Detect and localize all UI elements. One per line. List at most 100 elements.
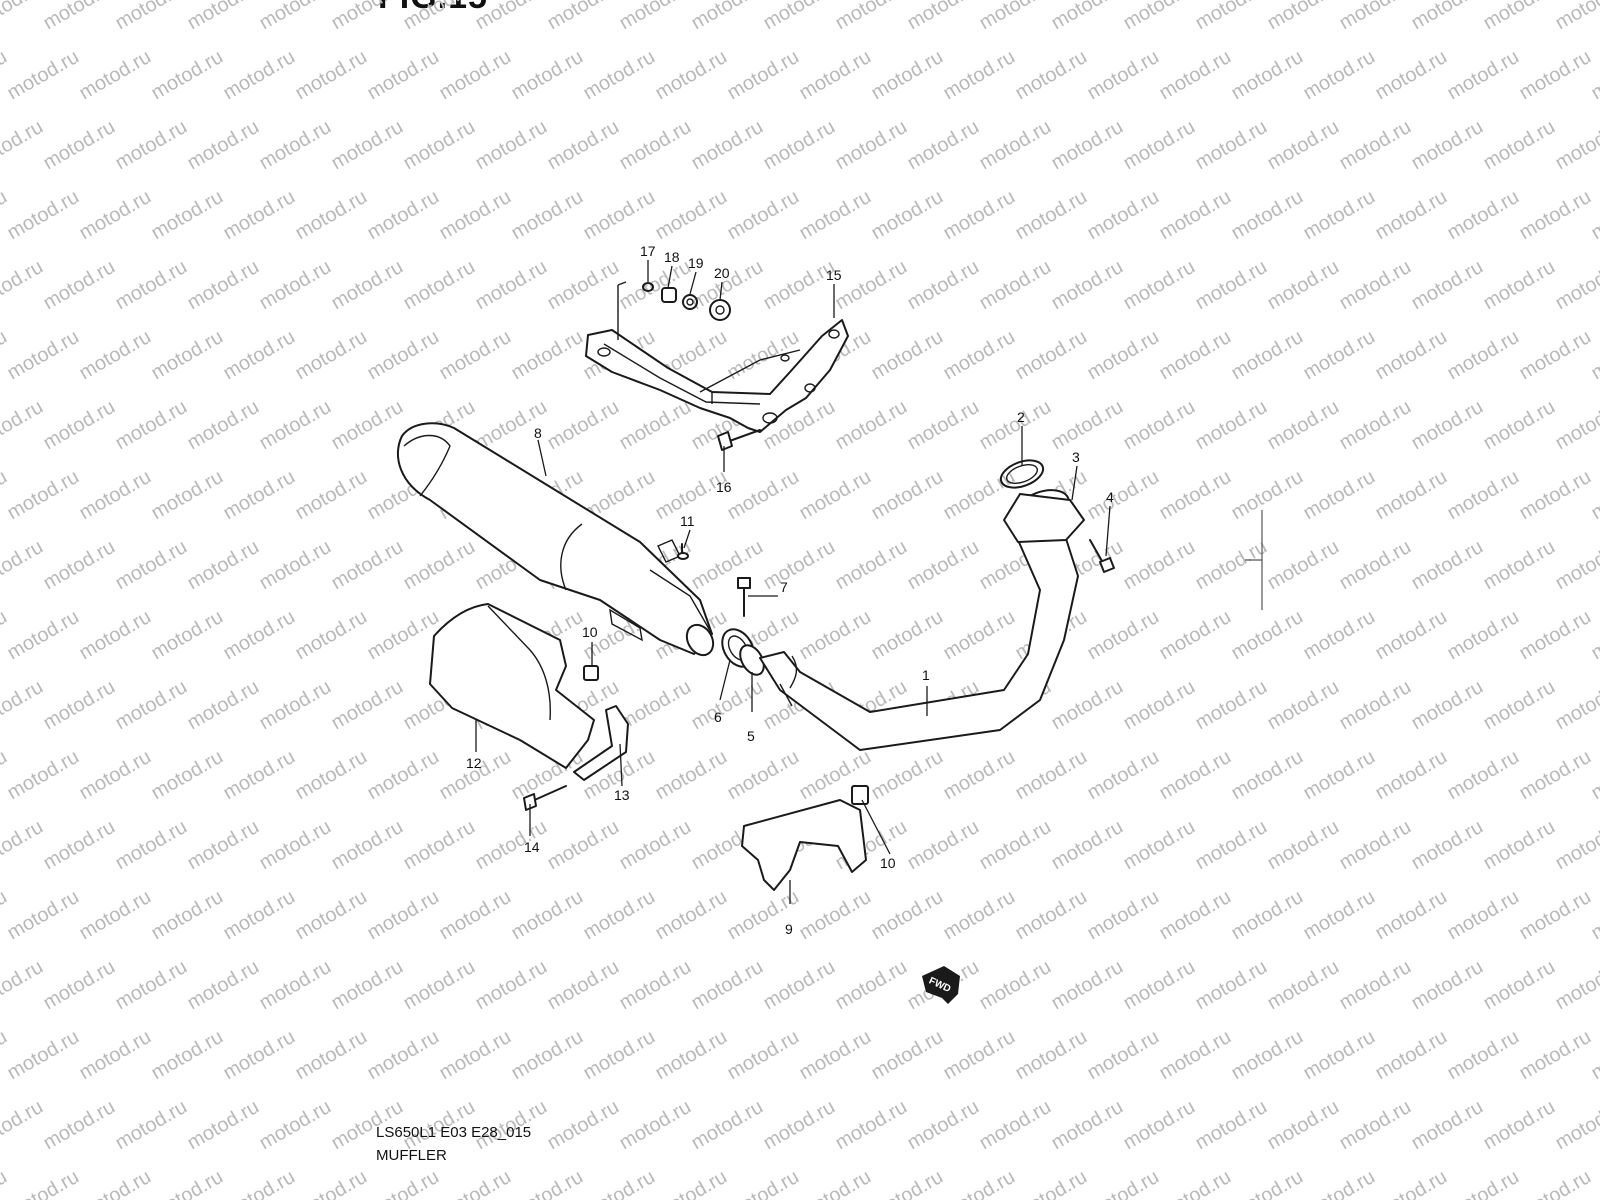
watermark-text: motod.ru xyxy=(40,396,119,455)
watermark-text: motod.ru xyxy=(256,396,335,455)
watermark-text: motod.ru xyxy=(112,816,191,875)
watermark-text: motod.ru xyxy=(1156,746,1235,805)
watermark-text: motod.ru xyxy=(1336,676,1415,735)
callout-9: 9 xyxy=(785,921,793,937)
watermark-text: motod.ru xyxy=(868,466,947,525)
watermark-text: motod.ru xyxy=(580,1026,659,1085)
callout-14: 14 xyxy=(524,839,540,855)
watermark-text: motod.ru xyxy=(1228,466,1307,525)
watermark-text: motod.ru xyxy=(364,186,443,245)
watermark-text: motod.ru xyxy=(760,0,839,34)
watermark-text: motod.ru xyxy=(1264,1096,1343,1155)
watermark-text: motod.ru xyxy=(652,746,731,805)
watermark-text: motod.ru xyxy=(328,676,407,735)
watermark-text: motod.ru xyxy=(544,1096,623,1155)
watermark-text: motod.ru xyxy=(328,256,407,315)
callout-10-right: 10 xyxy=(880,855,896,871)
watermark-text: motod.ru xyxy=(1156,46,1235,105)
watermark-text: motod.ru xyxy=(616,0,695,34)
watermark-text: motod.ru xyxy=(832,536,911,595)
watermark-text: motod.ru xyxy=(760,956,839,1015)
callout-5: 5 xyxy=(747,728,755,744)
watermark-text: motod.ru xyxy=(1120,256,1199,315)
watermark-text: motod.ru xyxy=(1156,606,1235,665)
watermark-text: motod.ru xyxy=(1588,186,1600,245)
watermark-text: motod.ru xyxy=(364,886,443,945)
watermark-text: motod.ru xyxy=(1408,116,1487,175)
watermark-text: motod.ru xyxy=(652,886,731,945)
watermark-text: motod.ru xyxy=(256,0,335,34)
bolt-14 xyxy=(523,785,567,811)
watermark-text: motod.ru xyxy=(1228,1026,1307,1085)
callout-labels: 1 2 3 4 5 6 7 8 9 10 10 11 12 13 14 15 1… xyxy=(466,243,1114,937)
watermark-text: motod.ru xyxy=(1156,1166,1235,1200)
watermark-text: motod.ru xyxy=(1336,536,1415,595)
callout-10-left: 10 xyxy=(582,624,598,640)
watermark-text: motod.ru xyxy=(616,396,695,455)
watermark-text: motod.ru xyxy=(724,1166,803,1200)
watermark-text: motod.ru xyxy=(1372,326,1451,385)
watermark-text: motod.ru xyxy=(184,116,263,175)
watermark-text: motod.ru xyxy=(328,396,407,455)
watermark-text: motod.ru xyxy=(1048,956,1127,1015)
watermark-text: motod.ru xyxy=(868,746,947,805)
watermark-text: motod.ru xyxy=(1012,186,1091,245)
watermark-text: motod.ru xyxy=(1300,746,1379,805)
watermark-text: motod.ru xyxy=(1084,606,1163,665)
watermark-text: motod.ru xyxy=(832,396,911,455)
watermark-text: motod.ru xyxy=(832,116,911,175)
watermark-text: motod.ru xyxy=(1588,326,1600,385)
fwd-arrow-icon: FWD xyxy=(922,966,960,1004)
watermark-text: motod.ru xyxy=(652,46,731,105)
watermark-text: motod.ru xyxy=(76,1026,155,1085)
watermark-text: motod.ru xyxy=(184,676,263,735)
watermark-text: motod.ru xyxy=(1372,1166,1451,1200)
watermark-text: motod.ru xyxy=(1012,46,1091,105)
watermark-text: motod.ru xyxy=(652,186,731,245)
watermark-text: motod.ru xyxy=(508,326,587,385)
watermark-text: motod.ru xyxy=(1372,46,1451,105)
watermark-text: motod.ru xyxy=(904,116,983,175)
watermark-text: motod.ru xyxy=(832,0,911,34)
watermark-text: motod.ru xyxy=(0,536,47,595)
watermark-text: motod.ru xyxy=(40,0,119,34)
watermark-text: motod.ru xyxy=(1084,746,1163,805)
watermark-text: motod.ru xyxy=(148,886,227,945)
watermark-text: motod.ru xyxy=(796,46,875,105)
watermark-text: motod.ru xyxy=(904,536,983,595)
watermark-text: motod.ru xyxy=(292,1166,371,1200)
watermark-text: motod.ru xyxy=(1012,1026,1091,1085)
watermark-text: motod.ru xyxy=(1480,116,1559,175)
bolt-16 xyxy=(717,429,761,451)
watermark-text: motod.ru xyxy=(1048,1096,1127,1155)
watermark-text: motod.ru xyxy=(1012,746,1091,805)
watermark-text: motod.ru xyxy=(184,396,263,455)
watermark-text: motod.ru xyxy=(508,1026,587,1085)
watermark-text: motod.ru xyxy=(688,0,767,34)
watermark-text: motod.ru xyxy=(76,606,155,665)
watermark-text: motod.ru xyxy=(508,46,587,105)
watermark-text: motod.ru xyxy=(724,186,803,245)
watermark-text: motod.ru xyxy=(0,256,47,315)
watermark-text: motod.ru xyxy=(364,46,443,105)
watermark-text: motod.ru xyxy=(1588,46,1600,105)
watermark-text: motod.ru xyxy=(1048,0,1127,34)
watermark-text: motod.ru xyxy=(868,886,947,945)
watermark-text: motod.ru xyxy=(220,1166,299,1200)
drawing-name: MUFFLER xyxy=(376,1147,447,1164)
watermark-text: motod.ru xyxy=(904,396,983,455)
watermark-text: motod.ru xyxy=(220,886,299,945)
watermark-text: motod.ru xyxy=(1228,1166,1307,1200)
callout-3: 3 xyxy=(1072,449,1080,465)
watermark-text: motod.ru xyxy=(1552,1096,1600,1155)
watermark-text: motod.ru xyxy=(796,606,875,665)
watermark-text: motod.ru xyxy=(976,816,1055,875)
watermark-text: motod.ru xyxy=(436,1026,515,1085)
watermark-text: motod.ru xyxy=(1516,466,1595,525)
watermark-text: motod.ru xyxy=(1444,606,1523,665)
watermark-text: motod.ru xyxy=(580,46,659,105)
watermark-text: motod.ru xyxy=(292,1026,371,1085)
watermark-text: motod.ru xyxy=(1552,536,1600,595)
watermark-text: motod.ru xyxy=(1084,466,1163,525)
